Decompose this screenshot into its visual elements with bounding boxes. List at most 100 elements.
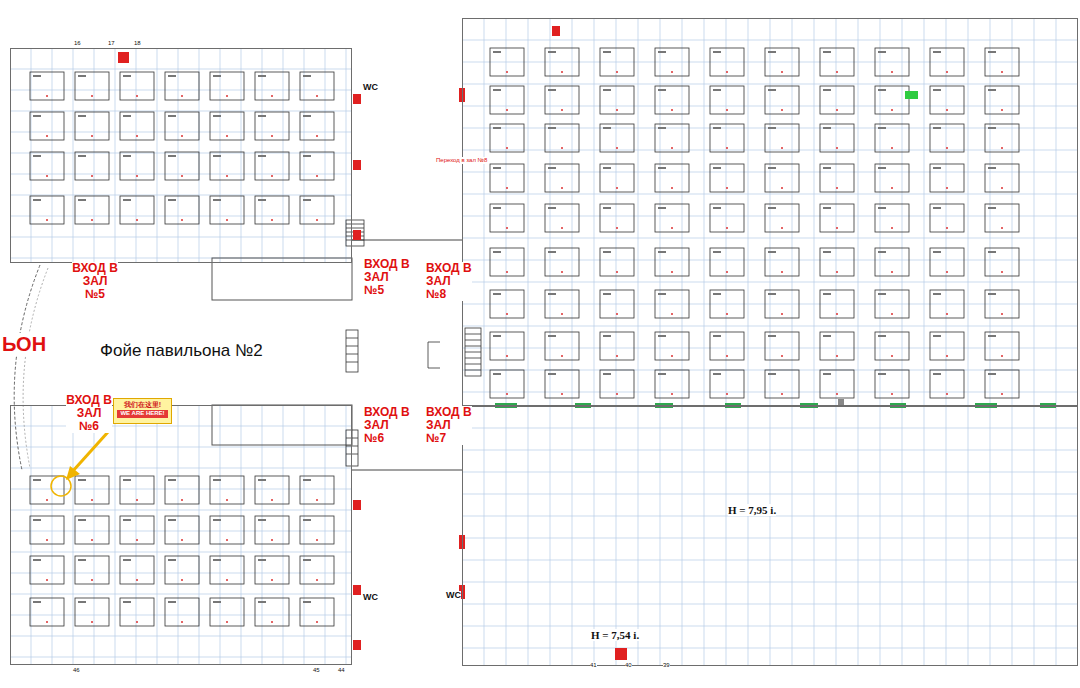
booth-mark (658, 335, 666, 337)
grid-line (52, 48, 53, 263)
booth-mark (78, 75, 86, 77)
booth-dot (561, 393, 563, 395)
booth-dot (561, 227, 563, 229)
booth-dot (226, 499, 228, 501)
booth (710, 248, 744, 276)
booth-dot (726, 187, 728, 189)
booth-dot (671, 355, 673, 357)
booth (300, 196, 334, 224)
grid-line (924, 406, 925, 666)
booth-dot (726, 355, 728, 357)
booth-mark (303, 75, 311, 77)
stairs (346, 220, 481, 466)
booth (985, 248, 1019, 276)
plan-label: 46 (73, 667, 80, 674)
booth-dot (46, 621, 48, 623)
booth-mark (603, 373, 611, 375)
booth (765, 48, 799, 76)
booth (210, 152, 244, 180)
booth-dot (891, 355, 893, 357)
you-are-here-callout: 我们在这里!WE ARE HERE! (113, 398, 172, 424)
booth (875, 290, 909, 318)
booth-dot (946, 109, 948, 111)
grid-line (462, 194, 1078, 195)
grid-line (462, 40, 1078, 41)
grid-line (462, 172, 1078, 173)
booth-mark (258, 199, 266, 201)
wall-line (352, 240, 462, 241)
grid-line (10, 573, 352, 574)
plan-label: 40 (625, 662, 632, 669)
grid-line (462, 260, 1078, 261)
booth-dot (891, 109, 893, 111)
booth-mark (878, 51, 886, 53)
booth-dot (226, 579, 228, 581)
booth-mark (603, 207, 611, 209)
grid-line (73, 405, 74, 665)
grid-line (10, 594, 352, 595)
booth (120, 516, 154, 544)
grid-line (462, 84, 1078, 85)
booth (30, 476, 64, 504)
booth (710, 370, 744, 398)
booth-mark (493, 167, 501, 169)
grid-line (136, 48, 137, 263)
callout-text: WE ARE HERE! (117, 410, 168, 418)
booth (255, 598, 289, 626)
booth (490, 370, 524, 398)
booth-mark (78, 559, 86, 561)
booth (165, 476, 199, 504)
booth (600, 48, 634, 76)
booth-mark (878, 373, 886, 375)
booth-mark (878, 167, 886, 169)
booth-mark (303, 199, 311, 201)
booth-mark (548, 335, 556, 337)
booth-dot (616, 355, 618, 357)
booth-mark (213, 75, 221, 77)
booth-mark (123, 115, 131, 117)
grid-line (726, 406, 727, 666)
booth-dot (726, 271, 728, 273)
booth (490, 332, 524, 360)
booth-mark (878, 251, 886, 253)
booth (820, 248, 854, 276)
booth-mark (213, 155, 221, 157)
booth-dot (781, 313, 783, 315)
booth-dot (1001, 271, 1003, 273)
grid-line (462, 582, 1078, 583)
grid-line (10, 489, 352, 490)
booth-dot (181, 579, 183, 581)
booth-mark (168, 479, 176, 481)
plan-label: 39 (663, 662, 670, 669)
arc-wall (23, 268, 48, 468)
hall-text: H = 7,54 i. (591, 629, 639, 641)
booth (545, 370, 579, 398)
grid-line (115, 405, 116, 665)
plan-label: 16 (74, 40, 81, 47)
booth-dot (836, 71, 838, 73)
booth-mark (33, 75, 41, 77)
booth-dot (271, 539, 273, 541)
booth-mark (603, 51, 611, 53)
booth-mark (168, 155, 176, 157)
booth-mark (933, 335, 941, 337)
booth-mark (493, 293, 501, 295)
booth (930, 248, 964, 276)
booth (600, 86, 634, 114)
booth-dot (616, 147, 618, 149)
booth (600, 248, 634, 276)
booth-mark (33, 199, 41, 201)
booth-mark (78, 199, 86, 201)
booth-dot (271, 135, 273, 137)
booth-dot (946, 71, 948, 73)
here-circle (51, 476, 71, 496)
grid-line (462, 428, 1078, 429)
booth (930, 48, 964, 76)
booth-mark (713, 167, 721, 169)
booth (300, 556, 334, 584)
booth-dot (181, 219, 183, 221)
booth-mark (878, 127, 886, 129)
booth-dot (671, 187, 673, 189)
hall-area: WC (10, 405, 352, 665)
booth-mark (933, 167, 941, 169)
